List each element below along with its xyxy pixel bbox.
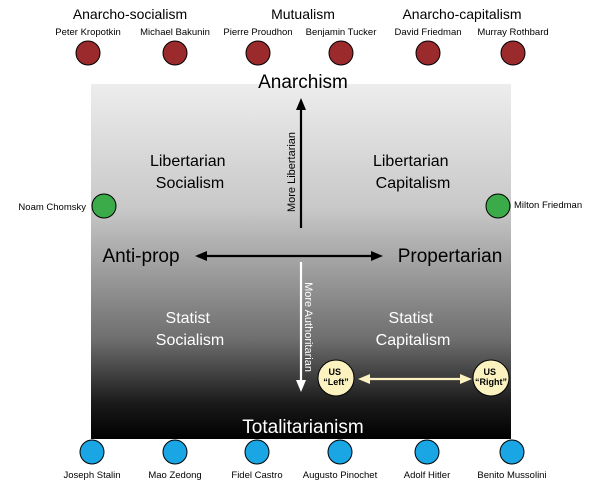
top-person-marker — [75, 40, 101, 66]
us-right-label: US “Right” — [475, 367, 507, 387]
bottom-person-marker — [162, 439, 188, 465]
up-arrow-head — [296, 98, 306, 110]
quadrant-label-top-right: Libertarian Capitalism — [373, 153, 453, 192]
bottom-person-label: Mao Zedong — [148, 470, 201, 481]
down-arrow-head — [296, 380, 306, 392]
top-person-marker — [245, 40, 271, 66]
top-person-label: Benjamin Tucker — [306, 27, 377, 38]
axis-label-more-authoritarian: More Authoritarian — [302, 282, 314, 372]
bottom-person-marker — [414, 439, 440, 465]
top-person-label: Pierre Proudhon — [223, 27, 292, 38]
us-left-marker — [317, 359, 355, 397]
bottom-person-label: Fidel Castro — [231, 470, 282, 481]
right-arrow-head — [371, 251, 383, 261]
us-left-label: US “Left” — [323, 367, 349, 387]
us-arrow-head-right — [460, 374, 472, 384]
group-anarcho-socialism: Anarcho-socialism — [73, 6, 187, 22]
top-person-label: Peter Kropotkin — [55, 27, 120, 38]
quadrant-label-bottom-left: Statist Socialism — [156, 310, 224, 349]
axis-label-propertarian: Propertarian — [398, 246, 503, 267]
vertical-axis — [296, 98, 306, 392]
bottom-person-marker — [244, 439, 270, 465]
bottom-person-label: Benito Mussolini — [477, 470, 546, 481]
bottom-person-marker — [79, 439, 105, 465]
left-arrow-head — [195, 251, 207, 261]
axis-label-anarchism: Anarchism — [258, 72, 348, 93]
top-person-marker — [500, 40, 526, 66]
top-person-label: Michael Bakunin — [140, 27, 210, 38]
quadrant-label-bottom-right: Statist Capitalism — [376, 310, 451, 349]
side-person-marker-right — [485, 193, 511, 219]
bottom-person-marker — [499, 439, 525, 465]
top-person-label: David Friedman — [394, 27, 461, 38]
us-arrow-head-left — [358, 374, 370, 384]
us-right-marker — [472, 359, 510, 397]
side-person-label-left: Noam Chomsky — [18, 202, 86, 213]
group-mutualism: Mutualism — [271, 6, 335, 22]
quadrant-label-top-left: Libertarian Socialism — [150, 153, 230, 192]
axis-label-totalitarianism: Totalitarianism — [242, 417, 363, 438]
horizontal-axis — [195, 251, 383, 261]
side-person-marker-left — [91, 193, 117, 219]
bottom-person-marker — [327, 439, 353, 465]
top-person-marker — [328, 40, 354, 66]
us-arrow — [358, 374, 472, 384]
top-person-label: Murray Rothbard — [477, 27, 548, 38]
bottom-person-label: Augusto Pinochet — [303, 470, 378, 481]
axis-label-more-libertarian: More Libertarian — [286, 132, 298, 212]
axis-label-anti-prop: Anti-prop — [102, 246, 179, 267]
top-person-marker — [415, 40, 441, 66]
top-person-marker — [162, 40, 188, 66]
side-person-label-right: Milton Friedman — [514, 200, 582, 211]
group-anarcho-capitalism: Anarcho-capitalism — [402, 6, 521, 22]
bottom-person-label: Joseph Stalin — [63, 470, 120, 481]
bottom-person-label: Adolf Hitler — [404, 470, 450, 481]
